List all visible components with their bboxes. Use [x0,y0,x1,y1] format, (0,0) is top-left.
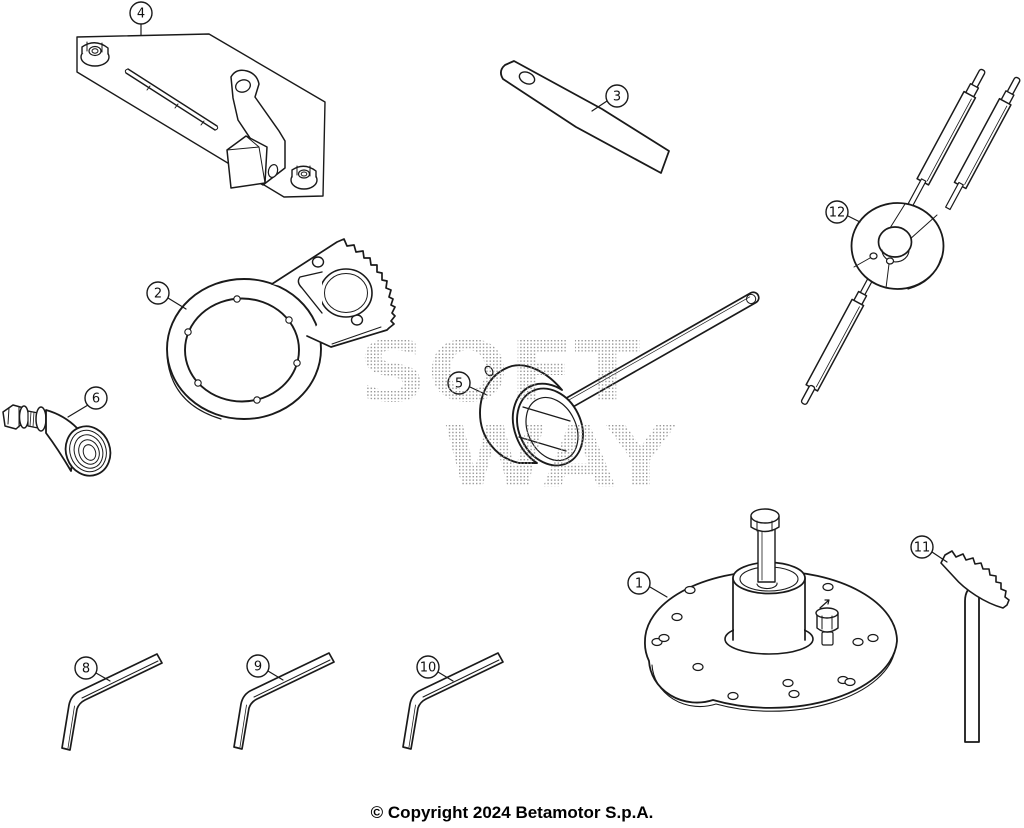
rod-left [800,68,986,405]
adapter-threads [69,429,107,473]
tool-ring-wrench [166,238,396,420]
tool-bracket-kit [76,33,326,198]
callout-9: 9 [246,654,284,681]
callout-12-label: 12 [829,206,846,221]
callout-11-label: 11 [914,541,931,556]
callout-2: 2 [146,281,187,310]
wrench-handle [558,291,760,412]
rod-right [945,76,1021,211]
callout-12: 12 [825,200,861,224]
tool-flat-wedge [500,60,670,174]
callout-2-label: 2 [154,287,162,302]
tool-threaded-adapter [2,404,112,477]
wrench-cup [479,364,584,467]
serrated-edge [271,238,396,348]
tool-cup-wrench [479,291,760,467]
callout-8: 8 [74,656,111,682]
ring-notches [184,295,301,404]
center-bolt [750,508,780,590]
tool-hook-spanner [940,550,1010,743]
callout-6-label: 6 [92,392,100,407]
callout-9-label: 9 [254,660,262,675]
plate-holes [651,582,879,701]
tool-puller-plate [644,508,898,712]
spanner-shaft [964,583,980,743]
callout-11: 11 [910,535,948,563]
callouts: 1 2 3 4 5 6 8 [67,1,948,682]
callout-6: 6 [67,386,108,418]
callout-10-label: 10 [420,661,437,676]
lever-bracket [226,69,286,189]
callout-10: 10 [416,655,454,682]
callout-5: 5 [447,371,488,396]
tool-pin-wrench [800,68,1021,405]
callout-1-label: 1 [635,577,643,592]
flanged-nut-a [80,41,110,67]
callout-5-label: 5 [455,377,463,392]
threaded-rod [124,68,219,131]
pin-wrench-disc [850,202,945,290]
callout-8-label: 8 [82,662,90,677]
callout-4: 4 [129,1,153,36]
callout-3-label: 3 [613,90,621,105]
callout-3: 3 [591,84,629,112]
kit-box-outline [76,33,326,198]
keyhole-slot [297,268,373,318]
flanged-nut-b [290,165,318,190]
callout-4-label: 4 [137,7,145,22]
spanner-serrated-head [940,550,1010,609]
callout-1: 1 [627,571,668,598]
copyright-text: © Copyright 2024 Betamotor S.p.A. [370,803,654,822]
side-fitting [815,599,839,646]
